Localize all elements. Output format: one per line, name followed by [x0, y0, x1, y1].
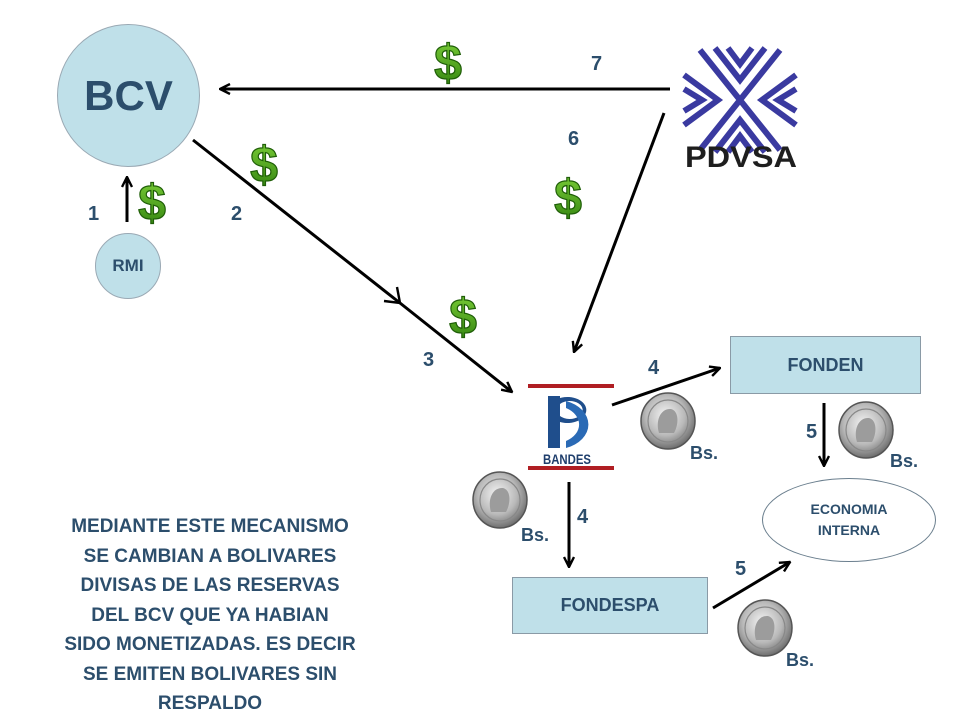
- explanation-line: DIVISAS DE LAS RESERVAS: [80, 575, 340, 596]
- explanation-line: RESPALDO: [157, 693, 263, 714]
- node-economia-interna: ECONOMIA INTERNA: [762, 478, 936, 562]
- step-label-3: 3: [423, 349, 435, 371]
- step-label-5: 5: [806, 421, 818, 443]
- pdvsa-logo-text: PDVSA: [685, 141, 797, 174]
- coin-icon: [737, 599, 793, 657]
- step-label-1: 1: [88, 203, 100, 225]
- step-label-5: 5: [735, 558, 747, 580]
- bs-label: Bs.: [521, 525, 550, 545]
- node-rmi-label: RMI: [112, 256, 144, 275]
- step-label-4: 4: [577, 506, 589, 528]
- bs-label: Bs.: [690, 443, 719, 463]
- step-label-4: 4: [648, 357, 660, 379]
- arrow-bcv-to-bandes-mid-head: [383, 286, 402, 305]
- node-economia-label-line1: ECONOMIA: [810, 501, 888, 517]
- node-fonden-label: FONDEN: [787, 354, 864, 375]
- node-bcv: BCV: [57, 24, 200, 167]
- step-label-7: 7: [591, 53, 603, 75]
- step-label-2: 2: [231, 203, 243, 225]
- bandes-logo: [528, 384, 614, 470]
- explanation-line: SE EMITEN BOLIVARES SIN: [82, 663, 338, 685]
- dollar-icon: $: [554, 170, 582, 226]
- dollar-icon: $: [138, 175, 166, 231]
- coin-icon: [472, 471, 528, 529]
- coin-icon: [838, 401, 894, 459]
- explanation-line: SE CAMBIAN A BOLIVARES: [83, 545, 337, 567]
- dollar-icon: $: [449, 289, 477, 345]
- explanation-note: MEDIANTE ESTE MECANISMO SE CAMBIAN A BOL…: [10, 512, 410, 719]
- pdvsa-logo: [682, 46, 798, 154]
- node-bcv-label: BCV: [84, 71, 173, 119]
- explanation-line: MEDIANTE ESTE MECANISMO: [71, 516, 349, 537]
- step-label-6: 6: [568, 128, 580, 150]
- node-economia-label-line2: INTERNA: [817, 522, 881, 538]
- explanation-line: DEL BCV QUE YA HABIAN: [91, 604, 329, 626]
- node-fondespa-label: FONDESPA: [560, 595, 660, 615]
- node-rmi: RMI: [95, 233, 161, 299]
- arrow-bcv-to-bandes: [192, 138, 512, 392]
- bs-label: Bs.: [786, 650, 815, 670]
- bs-label: Bs.: [890, 451, 919, 471]
- node-fonden: FONDEN: [730, 336, 921, 394]
- node-fondespa: FONDESPA: [512, 577, 708, 634]
- dollar-icon: $: [434, 35, 462, 91]
- coin-icon: [640, 392, 696, 450]
- arrow-bandes-to-fonden: [611, 368, 720, 407]
- bandes-logo-text: BANDES: [543, 451, 591, 467]
- arrow-fondespa-to-economia: [712, 562, 790, 610]
- explanation-line: SIDO MONETIZADAS. ES DECIR: [64, 634, 356, 655]
- arrow-pdvsa-to-bandes: [574, 112, 666, 352]
- dollar-icon: $: [250, 137, 278, 193]
